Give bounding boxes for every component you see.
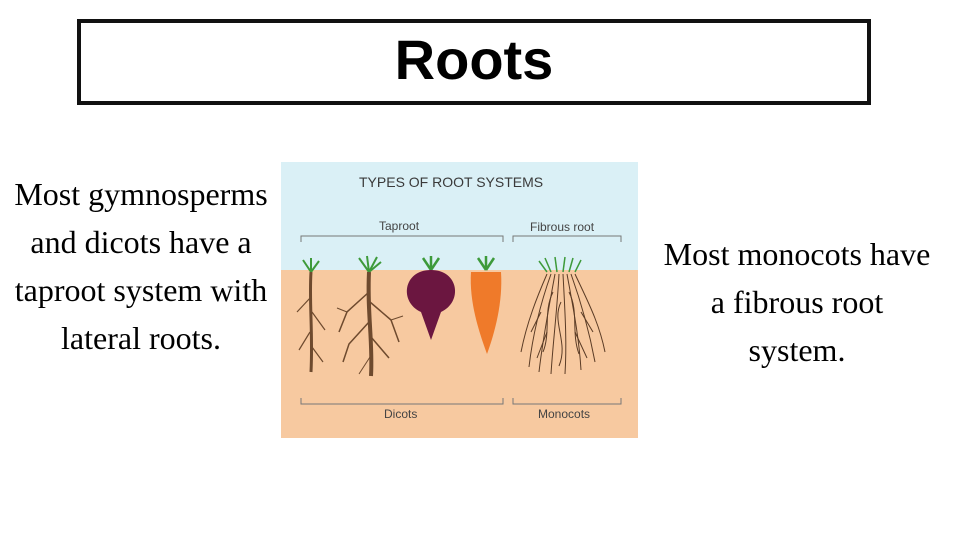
taproot-label: Taproot [379,219,420,233]
beet-plant [406,256,456,340]
root-systems-diagram: TYPES OF ROOT SYSTEMS Taproot Fibrous ro… [281,162,638,438]
beet-root [406,270,456,340]
top-brackets [300,235,622,242]
fibrous-root-label: Fibrous root [530,220,595,234]
monocots-label: Monocots [538,407,591,421]
slide-title-box: Roots [77,19,871,105]
diagram-title: TYPES OF ROOT SYSTEMS [359,174,544,190]
sky-background [281,162,638,270]
branched-taproot-plant [336,255,404,377]
carrot-root [470,272,502,354]
carrot-plant [470,256,502,354]
dicots-label: Dicots [384,407,418,421]
slide-title: Roots [394,28,554,91]
root-systems-illustration [281,162,638,438]
fibrous-description: Most monocots have a fibrous root system… [663,236,931,368]
bottom-brackets [300,398,622,405]
thin-taproot-plant [296,258,326,373]
taproot-description: Most gymnosperms and dicots have a tapro… [14,176,268,356]
fibrous-root-plant [520,256,606,375]
